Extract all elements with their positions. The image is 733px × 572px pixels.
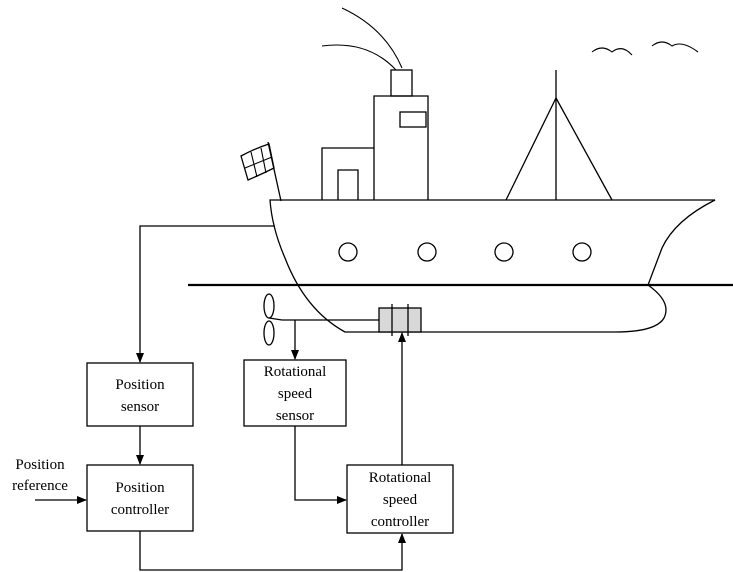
- position-reference-input: Position reference: [12, 457, 87, 504]
- motor-housing: [378, 307, 422, 333]
- ship-hull: [269, 199, 716, 333]
- position-controller-to-speed-controller-arrow: [139, 531, 406, 571]
- speed-sensor-to-speed-controller-arrow: [294, 426, 347, 504]
- rotational-speed-sensor-box: [243, 359, 347, 427]
- rotational-speed-sensor-label-3: sensor: [276, 408, 314, 424]
- position-sensor-label-2: sensor: [121, 399, 159, 415]
- ship-to-position-sensor-arrow: [136, 225, 275, 363]
- flag-grid-line: [260, 147, 267, 174]
- smoke-trail: [341, 7, 403, 69]
- flag-cloth: [240, 143, 275, 181]
- hull-outline: [269, 199, 716, 333]
- mast-stay: [505, 97, 557, 201]
- mast-stay: [555, 97, 613, 201]
- propeller-icon: [263, 293, 283, 346]
- porthole: [417, 242, 437, 262]
- door: [337, 169, 359, 200]
- porthole: [494, 242, 514, 262]
- bridge-window: [399, 111, 427, 128]
- position-controller-label-2: controller: [111, 502, 169, 518]
- chimney: [390, 69, 413, 97]
- flag-grid-line: [244, 156, 273, 169]
- rotational-speed-controller-label-2: speed: [383, 492, 418, 508]
- position-controller-box: [86, 464, 194, 532]
- rotational-speed-sensor-label-1: Rotational: [264, 364, 327, 380]
- position-controller-block: Position controller: [86, 464, 194, 532]
- porthole: [338, 242, 358, 262]
- rotational-speed-controller-label-3: controller: [371, 514, 429, 530]
- position-reference-label-2: reference: [12, 478, 68, 494]
- rotational-speed-sensor-label-2: speed: [278, 386, 313, 402]
- rotational-speed-controller-block: Rotational speed controller: [346, 464, 454, 534]
- portholes: [338, 242, 592, 262]
- smoke: [321, 7, 403, 71]
- position-controller-label-1: Position: [115, 480, 165, 496]
- rotational-speed-controller-box: [346, 464, 454, 534]
- position-sensor-box: [86, 362, 194, 427]
- porthole: [572, 242, 592, 262]
- bird-icon: [591, 47, 633, 56]
- birds: [591, 41, 699, 56]
- position-sensor-label-1: Position: [115, 377, 165, 393]
- ship-superstructure: [321, 69, 429, 200]
- rotational-speed-controller-label-1: Rotational: [369, 470, 432, 486]
- propeller-blade: [263, 293, 275, 319]
- thruster-motor: [378, 304, 422, 336]
- smoke-trail: [321, 44, 397, 71]
- signal-connections: [136, 225, 406, 571]
- bird-icon: [651, 41, 699, 53]
- propeller-blade: [263, 320, 275, 346]
- position-reference-label-1: Position: [15, 457, 65, 473]
- flag: [240, 141, 282, 202]
- propeller-hub: [268, 317, 283, 321]
- rotational-speed-sensor-block: Rotational speed sensor: [243, 359, 347, 427]
- flag-grid-line: [250, 151, 258, 178]
- mast: [505, 70, 613, 201]
- cabin: [321, 147, 374, 200]
- position-sensor-block: Position sensor: [86, 362, 194, 427]
